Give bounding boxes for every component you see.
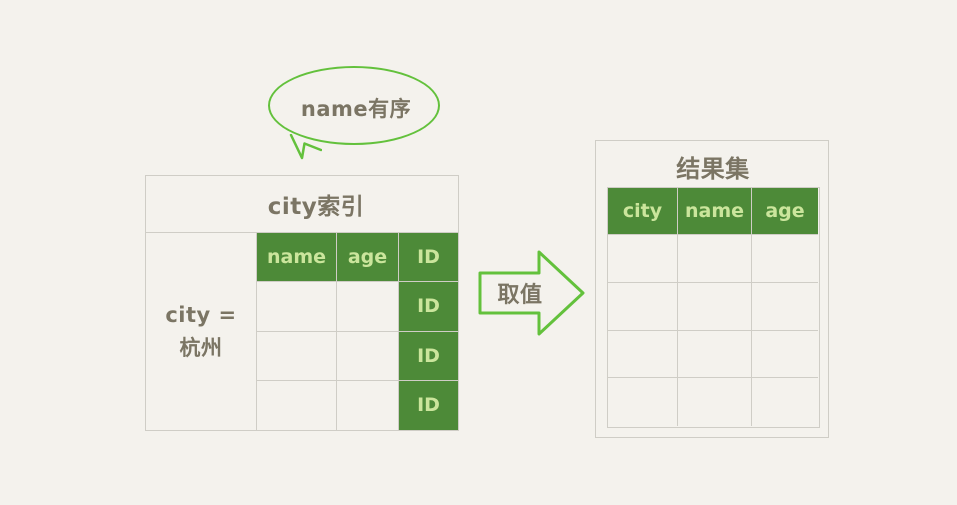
callout-text: name有序 — [300, 96, 412, 121]
result-cell-city-3 — [608, 378, 678, 427]
cell-id-3: ID — [399, 380, 458, 430]
city-condition-line2: 杭州 — [179, 335, 223, 360]
fetch-arrow-icon — [478, 250, 585, 336]
table-header-row: city name age — [608, 188, 819, 235]
city-condition-line1: city = — [165, 302, 237, 327]
cell-age-header: age — [337, 233, 399, 283]
cell-id-1: ID — [399, 282, 458, 332]
city-index-title-row: city索引 — [146, 176, 458, 233]
result-cell-name-3 — [678, 378, 752, 427]
result-col-name: name — [678, 188, 752, 235]
table-row: name age ID — [257, 233, 458, 283]
city-condition-cell: city = 杭州 — [146, 233, 257, 430]
table-row — [608, 282, 819, 331]
cell-age-3 — [337, 380, 399, 430]
result-cell-age-3 — [752, 378, 818, 426]
table-row: ID — [257, 282, 458, 332]
cell-name-header: name — [257, 233, 337, 283]
result-cell-name-1 — [678, 282, 752, 331]
city-index-title: city索引 — [267, 194, 365, 220]
cell-age-2 — [337, 331, 399, 381]
result-cell-name-2 — [678, 330, 752, 379]
fetch-arrow-label: 取值 — [497, 283, 543, 308]
cell-age-1 — [337, 282, 399, 332]
cell-name-2 — [257, 331, 337, 381]
cell-id-2: ID — [399, 331, 458, 381]
result-col-city: city — [608, 188, 678, 235]
cell-name-1 — [257, 282, 337, 332]
result-cell-age-1 — [752, 283, 818, 331]
table-row: ID — [257, 380, 458, 430]
result-cell-name-0 — [678, 235, 752, 283]
city-index-grid: name age ID ID ID ID — [257, 233, 458, 430]
result-cell-city-0 — [608, 235, 678, 283]
result-cell-age-2 — [752, 331, 818, 379]
table-row — [608, 378, 819, 427]
result-cell-city-2 — [608, 330, 678, 379]
table-row — [608, 330, 819, 379]
cell-name-3 — [257, 380, 337, 430]
table-row — [608, 235, 819, 283]
cell-id-0: ID — [399, 233, 458, 283]
result-cell-age-0 — [752, 235, 818, 283]
result-cell-city-1 — [608, 282, 678, 331]
city-index-table: city索引 city = 杭州 name age ID ID ID — [145, 175, 459, 431]
result-set-title: 结果集 — [676, 154, 750, 183]
result-set-table: 结果集 city name age — [595, 140, 829, 438]
callout-bubble: name有序 — [268, 66, 440, 145]
result-col-age: age — [752, 188, 818, 235]
callout-tail-icon — [289, 134, 322, 160]
table-row: ID — [257, 331, 458, 381]
result-set-grid: city name age — [607, 187, 820, 428]
